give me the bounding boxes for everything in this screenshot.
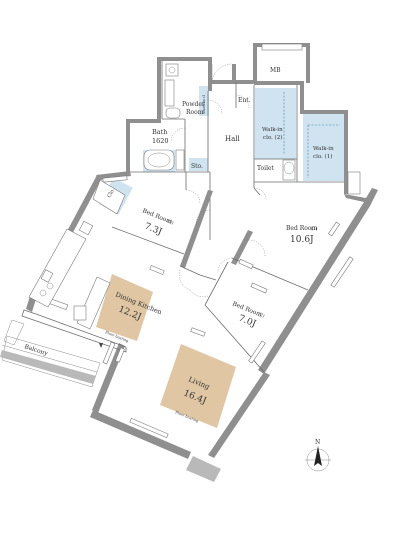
kitchen-counter <box>28 228 87 308</box>
dining-floor-heating-area <box>96 274 153 341</box>
bedroom-1-size: 10.6J <box>290 235 314 245</box>
toilet-label: Toilet <box>257 165 275 172</box>
living-floor-heating-area <box>160 344 236 428</box>
walkin-closet-2-label-1: Walk-in <box>262 127 283 133</box>
mb-label: MB <box>270 67 281 74</box>
shoes-closet-fill <box>199 86 209 116</box>
windows <box>39 43 354 439</box>
hall-label: Hall <box>225 135 241 143</box>
north-label: N <box>315 439 320 446</box>
toilet-fixture <box>282 159 296 181</box>
walkin-closet-2-fill <box>255 88 296 159</box>
balcony-label: Balcony <box>23 343 49 357</box>
bath-label-2: 1620 <box>152 137 169 145</box>
storage-label: Sto. <box>191 163 203 170</box>
powder-room-label-2: Room <box>186 109 204 116</box>
balcony-area <box>0 309 127 388</box>
powder-room-label-1: Powder <box>182 101 205 108</box>
walkin-closet-2-label-2: clo. (2) <box>263 134 282 141</box>
north-arrow: N <box>305 439 331 472</box>
interior-walls <box>111 61 344 373</box>
walkin-closet-1-label-2: clo. (1) <box>313 153 332 160</box>
north-arrow-icon <box>314 446 322 466</box>
powder-toilet <box>165 107 181 119</box>
shoes-closet-label: Shoes in cl <box>202 95 206 114</box>
bedroom-2-number: (2) <box>257 310 266 319</box>
doors <box>170 63 267 298</box>
walkin-closet-1-fill <box>303 113 345 181</box>
washbasin <box>165 63 179 77</box>
bedroom-3-number: (3) <box>166 217 175 226</box>
bedroom-1-label: Bed Room <box>286 225 317 232</box>
walkin-closet-1-label-1: Walk-in <box>313 146 334 152</box>
entrance-label: Ent. <box>238 97 251 104</box>
closet-label: Clo. <box>106 187 116 199</box>
bath-label-1: Bath <box>152 128 167 136</box>
storage-fill <box>189 158 208 171</box>
bedroom-3-size: 7.3J <box>143 222 164 238</box>
bedroom-1-number: (1) <box>311 225 318 232</box>
fixtures <box>28 63 361 363</box>
